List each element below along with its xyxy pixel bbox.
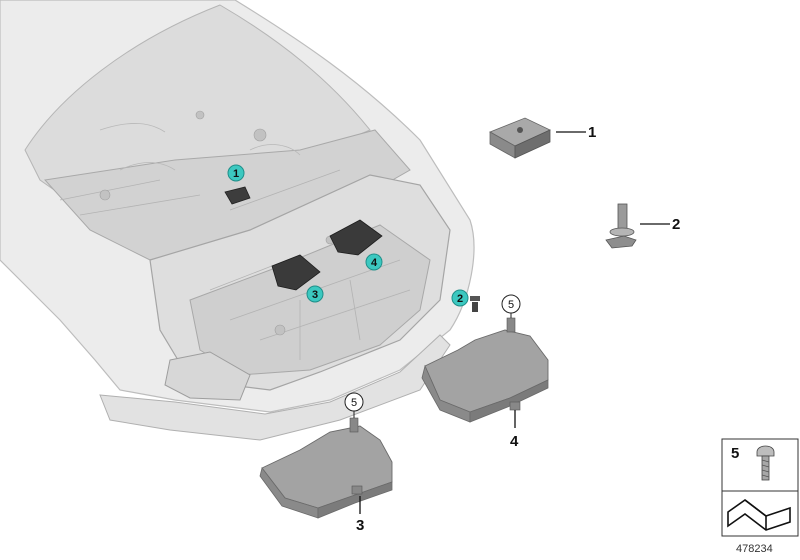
car-body-rear (0, 0, 475, 441)
screw-ref-5-part4-label: 5 (508, 299, 514, 311)
position-marker-1: 1 (227, 164, 245, 182)
position-marker-4-label: 4 (371, 257, 378, 269)
position-marker-3: 3 (306, 285, 324, 303)
diagram-number: 478234 (736, 543, 773, 555)
callout-3: 3 (356, 517, 364, 534)
position-marker-3-label: 3 (312, 289, 318, 301)
installed-sensor-1 (224, 186, 251, 205)
screw-ref-5-part3: 5 (344, 392, 364, 418)
position-marker-1-label: 1 (233, 168, 239, 180)
callout-1: 1 (588, 124, 596, 141)
position-marker-2-label: 2 (457, 293, 463, 305)
screw-ref-5-part4: 5 (501, 294, 521, 318)
position-marker-2: 2 (451, 289, 469, 307)
screw-icon (756, 445, 775, 481)
callout-4: 4 (510, 433, 519, 450)
part-4-cover (421, 317, 549, 423)
screw-ref-5-part3-label: 5 (351, 397, 357, 409)
legend-box: 5 (721, 438, 799, 537)
callout-2: 2 (672, 216, 680, 233)
part-3-cover (259, 417, 393, 519)
part-1-sensor-pad (489, 117, 551, 159)
installed-bolt-2 (470, 296, 480, 312)
installed-module-4 (329, 219, 383, 256)
mounting-symbol-icon (727, 499, 791, 531)
legend-part-5-label: 5 (731, 445, 739, 462)
part-2-bolt (605, 203, 637, 249)
position-marker-4: 4 (365, 253, 383, 271)
installed-module-3 (271, 254, 321, 291)
